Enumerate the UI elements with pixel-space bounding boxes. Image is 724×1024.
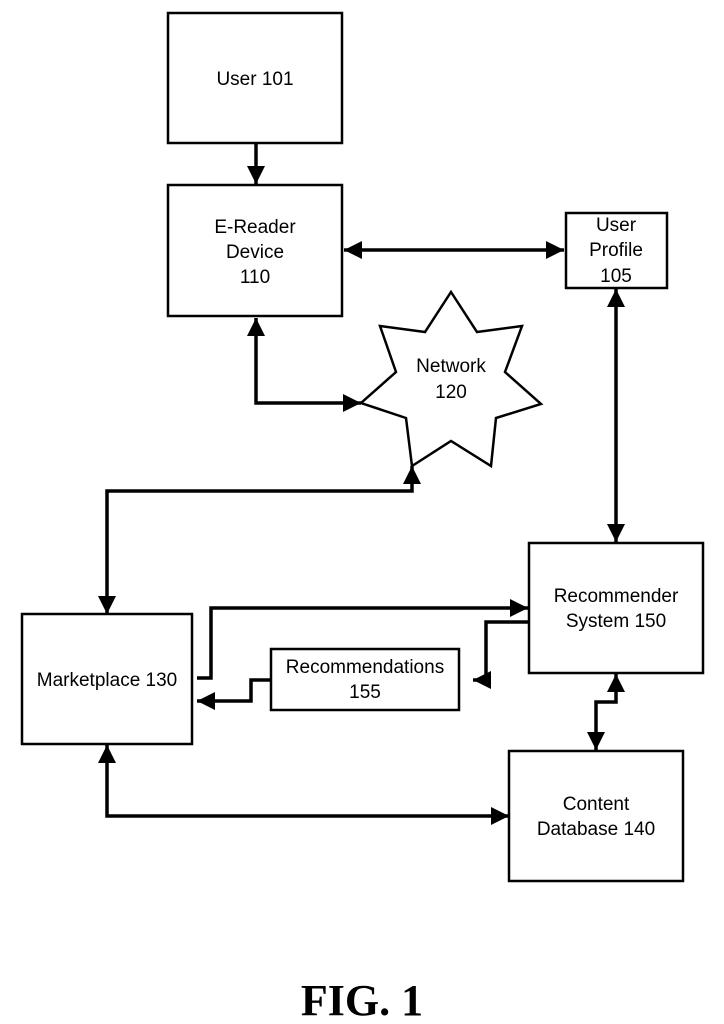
edge-recommendations-marketplace [197, 678, 280, 710]
profile-label-line1: User [596, 215, 637, 236]
node-marketplace: Marketplace 130 [20, 612, 194, 746]
connectors [98, 143, 625, 825]
database-label-line1: Content [563, 794, 630, 815]
recommendations-box [269, 647, 461, 712]
recommender-label-line2: System 150 [566, 611, 666, 632]
ereader-label-line1: E-Reader [214, 217, 296, 238]
database-box [507, 749, 685, 883]
network-label-line2: 120 [435, 382, 467, 403]
node-recommendations: Recommendations 155 [269, 647, 461, 712]
recommendations-label-line2: 155 [349, 682, 381, 703]
ereader-label-line3: 110 [240, 267, 270, 288]
database-label-line2: Database 140 [537, 819, 655, 840]
edge-network-marketplace [98, 466, 421, 614]
edge-recommender-database [587, 674, 625, 750]
edge-marketplace-recommender [197, 599, 528, 680]
ereader-box [166, 183, 344, 318]
node-user: User 101 [166, 11, 344, 145]
edge-ereader-network [247, 318, 361, 412]
network-star-shape [358, 289, 544, 469]
profile-box [564, 211, 669, 290]
edge-marketplace-database [98, 745, 509, 825]
node-network: Network 120 [358, 289, 544, 469]
node-content-database: Content Database 140 [507, 749, 685, 883]
user-label: User 101 [216, 69, 293, 90]
node-ereader-device: E-Reader Device 110 [166, 183, 344, 318]
figure-caption: FIG. 1 [301, 976, 423, 1024]
marketplace-label: Marketplace 130 [37, 670, 177, 691]
user-box [166, 11, 344, 145]
node-user-profile: User Profile 105 [564, 211, 669, 290]
recommender-label-line1: Recommender [554, 586, 679, 607]
network-label-line1: Network [416, 356, 486, 377]
profile-label-line2: Profile [589, 240, 643, 261]
node-recommender-system: Recommender System 150 [527, 541, 705, 675]
recommendations-label-line1: Recommendations [286, 657, 444, 678]
marketplace-box [20, 612, 194, 746]
recommender-box [527, 541, 705, 675]
profile-label-line3: 105 [600, 266, 632, 287]
ereader-label-line2: Device [226, 242, 284, 263]
edge-recommender-recommendations [473, 620, 528, 689]
